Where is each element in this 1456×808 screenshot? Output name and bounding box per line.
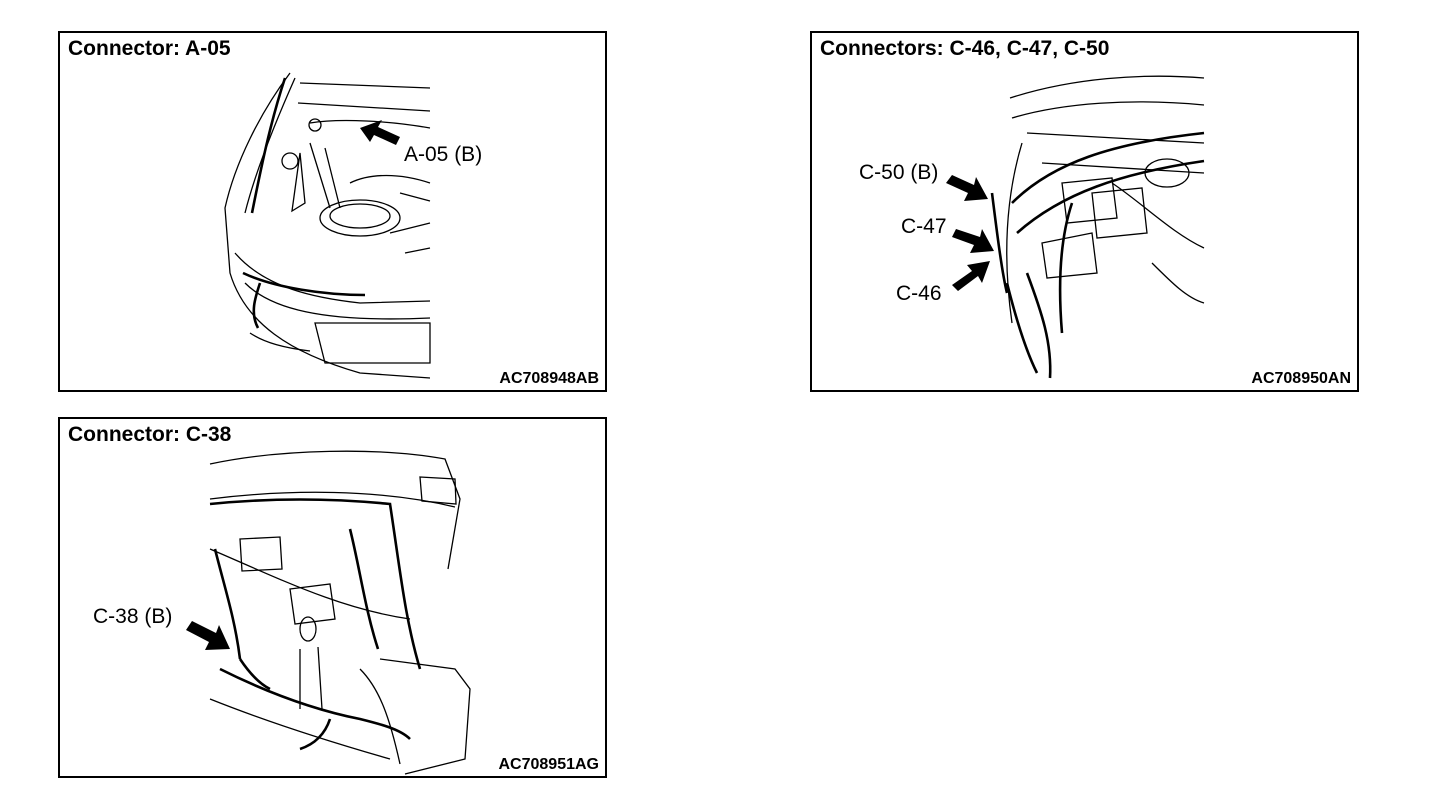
figure-code: AC708950AN (1251, 370, 1351, 387)
figure-code: AC708948AB (499, 370, 599, 387)
dashboard-harness-illustration (946, 75, 1205, 379)
callout-label-c46: C-46 (896, 282, 942, 305)
panel-title: Connector: A-05 (68, 37, 235, 61)
diagram-panel-a05: Connector: A-05 A-05 (B) AC708948AB (58, 31, 607, 392)
callout-label-c47: C-47 (901, 215, 947, 238)
center-console-illustration (186, 450, 471, 775)
callout-label-c50: C-50 (B) (859, 161, 939, 184)
callout-label-c38: C-38 (B) (93, 605, 173, 628)
callout-label-a05: A-05 (B) (404, 143, 483, 166)
diagram-panel-c46-c47-c50: Connectors: C-46, C-47, C-50 C-50 (B) C-… (810, 31, 1359, 392)
diagram-panel-c38: Connector: C-38 C-38 (B) AC708951AG (58, 417, 607, 778)
figure-code: AC708951AG (498, 756, 600, 773)
panel-title: Connector: C-38 (68, 423, 236, 447)
panel-title: Connectors: C-46, C-47, C-50 (820, 37, 1114, 61)
engine-bay-illustration (224, 72, 431, 379)
